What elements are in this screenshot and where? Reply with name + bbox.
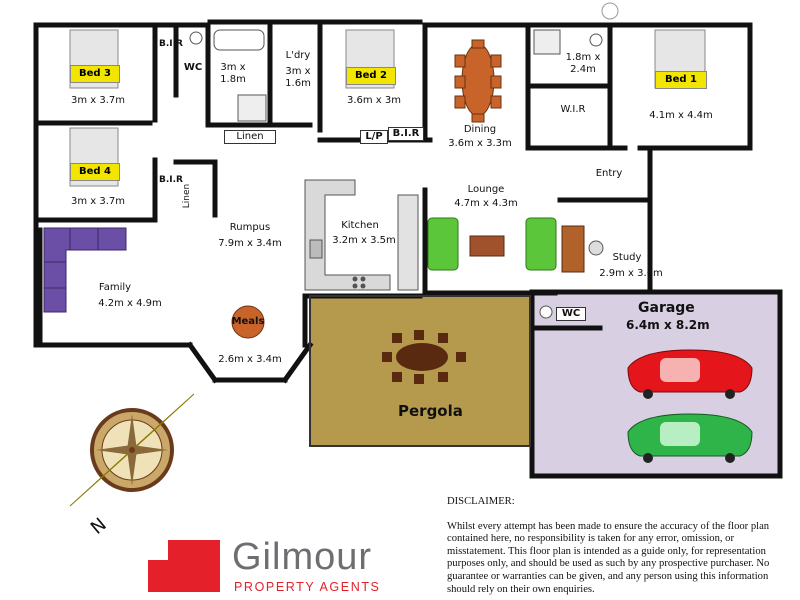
disclaimer-heading: DISCLAIMER: [447,496,515,507]
compass-icon [69,393,195,507]
wir-label: W.I.R [560,104,586,115]
ensuite-shower [533,29,561,55]
lp-label: L/P [360,130,388,144]
toilet [589,33,603,47]
bir-left-top: B.I.R [159,39,183,49]
rumpus-size: 7.9m x 3.4m [218,238,282,249]
bed4-size: 3m x 3.7m [70,196,126,207]
logo-word: Gilmour [232,536,373,578]
lounge-chair-right [525,217,557,271]
sink [309,239,323,259]
family-size: 4.2m x 4.9m [98,298,162,309]
bath-size: 3m x 1.8m [220,62,246,85]
lounge-size: 4.7m x 4.3m [454,198,518,209]
study-name: Study [612,252,642,263]
coffee-table [469,235,505,257]
pergola-outline [309,295,531,447]
logo-tagline: PROPERTY AGENTS [234,580,381,594]
wc-garage: WC [556,307,586,321]
kitchen-bench [304,179,391,291]
bed1-label: Bed 1 [655,71,707,89]
meter-icon [601,2,619,20]
pergola-label: Pergola [398,402,463,420]
bir-bed2: B.I.R [388,127,424,141]
kitchen-island [397,194,419,291]
study-chair [588,240,604,256]
bathtub [213,29,265,51]
bed3-label: Bed 3 [70,65,120,83]
meals-name: Meals [231,316,265,327]
laundry-name: L'dry [285,50,311,61]
dining-table [461,43,495,117]
kitchen-name: Kitchen [341,220,379,231]
study-size: 2.9m x 3.6m [599,268,663,279]
bed4-label: Bed 4 [70,163,120,181]
logo-mark [148,540,220,592]
toilet-top [189,31,203,45]
family-name: Family [98,282,132,293]
bed1-size: 4.1m x 4.4m [649,110,713,121]
bir-left-bottom: B.I.R [159,175,183,185]
dining-name: Dining [463,124,497,135]
wc-top: WC [183,62,203,73]
lounge-chair-left [427,217,459,271]
dining-chairs [454,39,502,123]
rumpus-name: Rumpus [229,222,271,233]
garage-name: Garage [638,300,695,316]
linen-side: Linen [182,183,192,209]
pergola-chairs [382,330,466,384]
family-sofa [43,227,127,313]
pergola-floor [310,296,530,446]
meals-table [231,305,265,339]
entry-label: Entry [595,168,623,179]
ensuite-size: 1.8m x 2.4m [565,52,601,75]
bed2-size: 3.6m x 3m [346,95,402,106]
bed2-label: Bed 2 [346,67,396,85]
linen-mid: Linen [224,130,276,144]
car-green [627,413,753,463]
toilet-garage [539,305,553,319]
shower [237,94,267,122]
study-desk [561,225,585,273]
lounge-name: Lounge [467,184,505,195]
sofa-seams [44,228,99,289]
kitchen-size: 3.2m x 3.5m [332,235,396,246]
dining-size: 3.6m x 3.3m [448,138,512,149]
pergola-table [396,343,448,371]
disclaimer-text: Whilst every attempt has been made to en… [447,520,770,595]
bed3-size: 3m x 3.7m [70,95,126,106]
garage-size: 6.4m x 8.2m [626,318,710,332]
cooktop [352,276,366,289]
laundry-size: 3m x 1.6m [285,66,311,89]
disclaimer: DISCLAIMER: Whilst every attempt has bee… [447,496,792,596]
meals-size: 2.6m x 3.4m [218,354,282,365]
gilmour-logo: Gilmour PROPERTY AGENTS [148,536,420,596]
car-red [627,349,753,399]
